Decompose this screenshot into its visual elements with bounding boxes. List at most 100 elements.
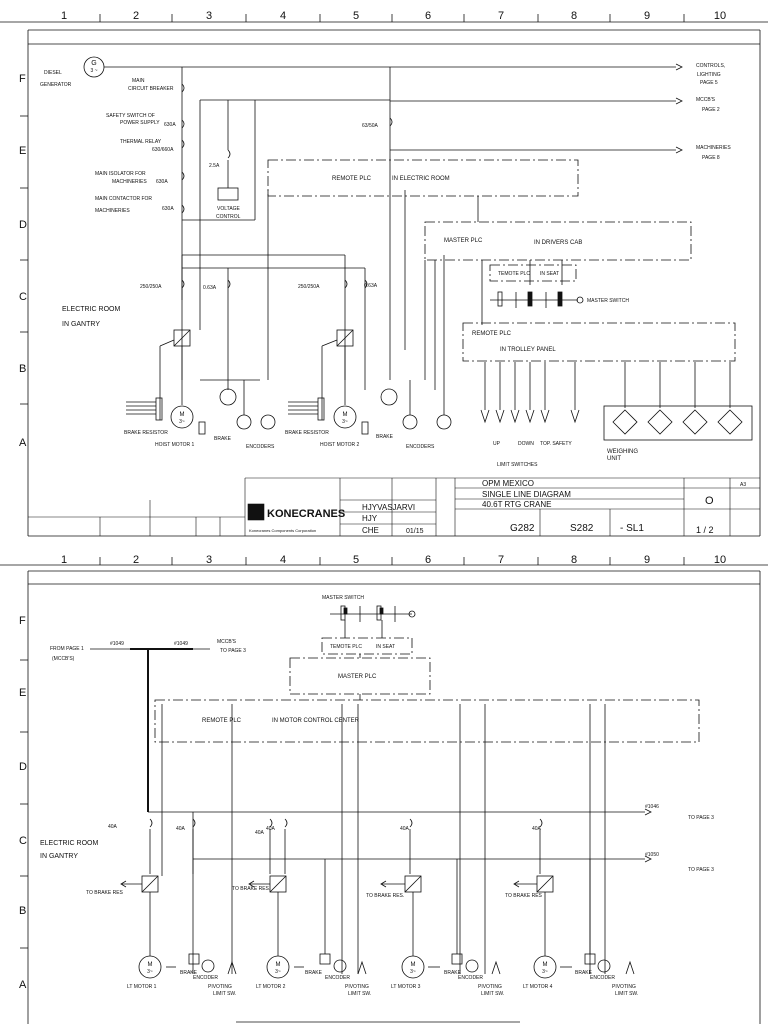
revision-value: O [705,495,714,507]
remote-plc-label: REMOTE PLC [202,718,242,724]
title-block [28,477,760,536]
in-electric-room-label: IN ELECTRIC ROOM [392,176,450,182]
brand-logo: KONECRANES [267,508,345,520]
col-10: 10 [714,10,726,22]
iso-label-1: MAIN ISOLATOR FOR [95,171,146,177]
top-safety-label: TOP. SAFETY [540,441,572,447]
title-value: SINGLE LINE DIAGRAM [482,490,571,499]
designer-value: HJYVASJARVI [362,503,415,512]
remote-plc-trolley-box [462,322,736,362]
rating-63-50a: 63/50A [362,123,379,129]
lt-2-m: M [276,962,281,968]
mccbs-label-2: PAGE 2 [702,107,720,113]
rating-40a-5: 40A [400,826,410,832]
temote-plc-seat-box [489,264,577,282]
to-page-3a: TO PAGE 3 [688,815,714,821]
date-value: 01/15 [406,528,424,535]
mccbs-to-label-1: MCCB'S [217,639,237,645]
row-b: B [19,905,26,917]
brand-subtitle: Konecranes Components Corporation [249,528,316,533]
encoder-3-label: ENCODER [458,975,483,981]
master-plc-box [289,657,431,695]
in-seat-label: IN SEAT [540,271,559,277]
sheet-2-labels: MASTER SWITCH TEMOTE PLC IN SEAT FROM PA… [40,595,714,997]
motor-2-m: M [343,412,348,418]
up-label: UP [493,441,501,447]
col-5: 5 [353,10,359,22]
sheet-2-plc-boxes [154,637,700,743]
rating-630a-2: 630A [156,179,168,185]
wire-1049b: #1049 [174,641,188,647]
pivoting-4-label-2: LIMIT SW. [615,991,638,997]
temote-plc-label: TEMOTE PLC [498,271,530,277]
rating-2-5a: 2.5A [209,163,220,169]
motor-1-phase: 3~ [179,419,185,425]
controls-label-3: PAGE 5 [700,80,718,86]
to-page-3b: TO PAGE 3 [688,867,714,873]
generator-label: GENERATOR [40,82,72,88]
lt-motor-3-symbol [401,955,425,979]
rating-40a-1: 40A [108,824,118,830]
size-value: A3 [740,482,746,488]
pivoting-3-label-2: LIMIT SW. [481,991,504,997]
rating-250-250a-2: 250/250A [298,284,320,290]
col-8: 8 [571,554,577,566]
brake-1-label: BRAKE [214,436,232,442]
sheet-2-row-letters: F E D C B A [19,615,27,991]
mach-label-2: PAGE 8 [702,155,720,161]
col-1: 1 [61,10,67,22]
pivoting-1-label-1: PIVOTING [208,984,232,990]
row-e: E [19,687,26,699]
col-6: 6 [425,10,431,22]
in-mcc-label: IN MOTOR CONTROL CENTER [272,718,360,724]
encoders-1-label: ENCODERS [246,444,275,450]
rating-250-250a-1: 250/250A [140,284,162,290]
col-7: 7 [498,554,504,566]
order-no-value: G282 [510,523,535,534]
to-brake-res-2: TO BRAKE RES. [232,886,270,892]
thermal-label: THERMAL RELAY [120,139,162,145]
controls-label-1: CONTROLS, [696,63,725,69]
sheet-1-single-line-diagram: 1 2 3 4 5 6 7 8 9 10 F E D C B A [0,10,768,537]
rating-063a-1: 0.63A [203,285,217,291]
lt-motor-4-symbol [533,955,557,979]
encoders-2-label: ENCODERS [406,444,435,450]
brake-2-label: BRAKE [305,970,323,976]
lt-motor-1-label: LT MOTOR 1 [127,984,157,990]
safety-label-2: POWER SUPPLY [120,120,160,126]
rating-630a-3: 630A [162,206,174,212]
wire-1050: #1050 [645,852,659,858]
rating-40a-6: 40A [532,826,542,832]
mccbs-to-label-2: TO PAGE 3 [220,648,246,654]
electric-room-label: ELECTRIC ROOM [62,306,121,313]
remote-plc-electric-room-box [267,159,579,197]
rating-40a-3: 40A [255,830,265,836]
plc-boxes [267,159,736,362]
lt-motor-2-symbol [266,955,290,979]
wire-1049a: #1049 [110,641,124,647]
master-plc-label: MASTER PLC [338,674,377,680]
weighing-label-1: WEIGHING [607,449,638,455]
in-seat-label: IN SEAT [376,644,395,650]
sheet-1-labels: DIESEL GENERATOR G 3 ~ MAIN CIRCUIT BREA… [40,60,731,468]
row-c: C [19,291,27,303]
generator-letter: G [91,60,96,67]
in-drivers-cab-label: IN DRIVERS CAB [534,240,582,246]
col-9: 9 [644,554,650,566]
encoder-4-label: ENCODER [590,975,615,981]
generator-phase: 3 ~ [90,68,97,74]
row-f: F [19,73,26,85]
pivoting-3-label-1: PIVOTING [478,984,502,990]
rating-630a-1: 630A [164,122,176,128]
col-6: 6 [425,554,431,566]
brake-2-label: BRAKE [376,434,394,440]
sheet-2-single-line-diagram: 1 2 3 4 5 6 7 8 9 10 F E D C B A [0,554,768,1024]
hoist-motor-2-symbol [333,405,357,429]
hoist-motor-1-label: HOIST MOTOR 1 [155,442,194,448]
temote-plc-seat-box [321,637,413,655]
from-page-1-label: FROM PAGE 1 [50,646,84,652]
lt-1-phase: 3~ [147,969,153,975]
sheet-code-value: - SL1 [620,523,644,534]
brake-3-label: BRAKE [444,970,462,976]
col-9: 9 [644,10,650,22]
